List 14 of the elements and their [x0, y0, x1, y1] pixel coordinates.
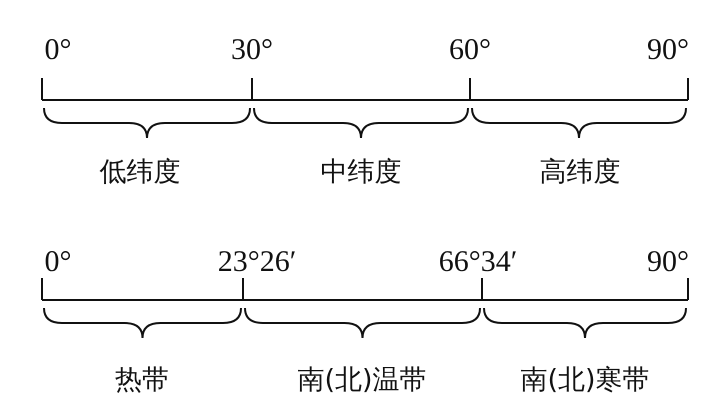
latitude-label: 0° — [44, 247, 72, 277]
zone-label: 南(北)温带 — [297, 366, 427, 394]
latitude-label: 66°34′ — [438, 247, 518, 277]
latitude-label: 90° — [647, 247, 689, 277]
zone-label: 中纬度 — [320, 158, 402, 186]
latitude-label: 90° — [647, 35, 689, 65]
zone-label: 南(北)寒带 — [520, 366, 650, 394]
zone-label: 低纬度 — [100, 158, 180, 186]
latitude-label: 60° — [449, 35, 491, 65]
latitude-label: 23°26′ — [218, 247, 296, 277]
latitude-label: 30° — [231, 35, 273, 65]
latitude-label: 0° — [44, 35, 72, 65]
zone-label: 热带 — [115, 366, 169, 394]
zone-label: 高纬度 — [540, 158, 620, 186]
